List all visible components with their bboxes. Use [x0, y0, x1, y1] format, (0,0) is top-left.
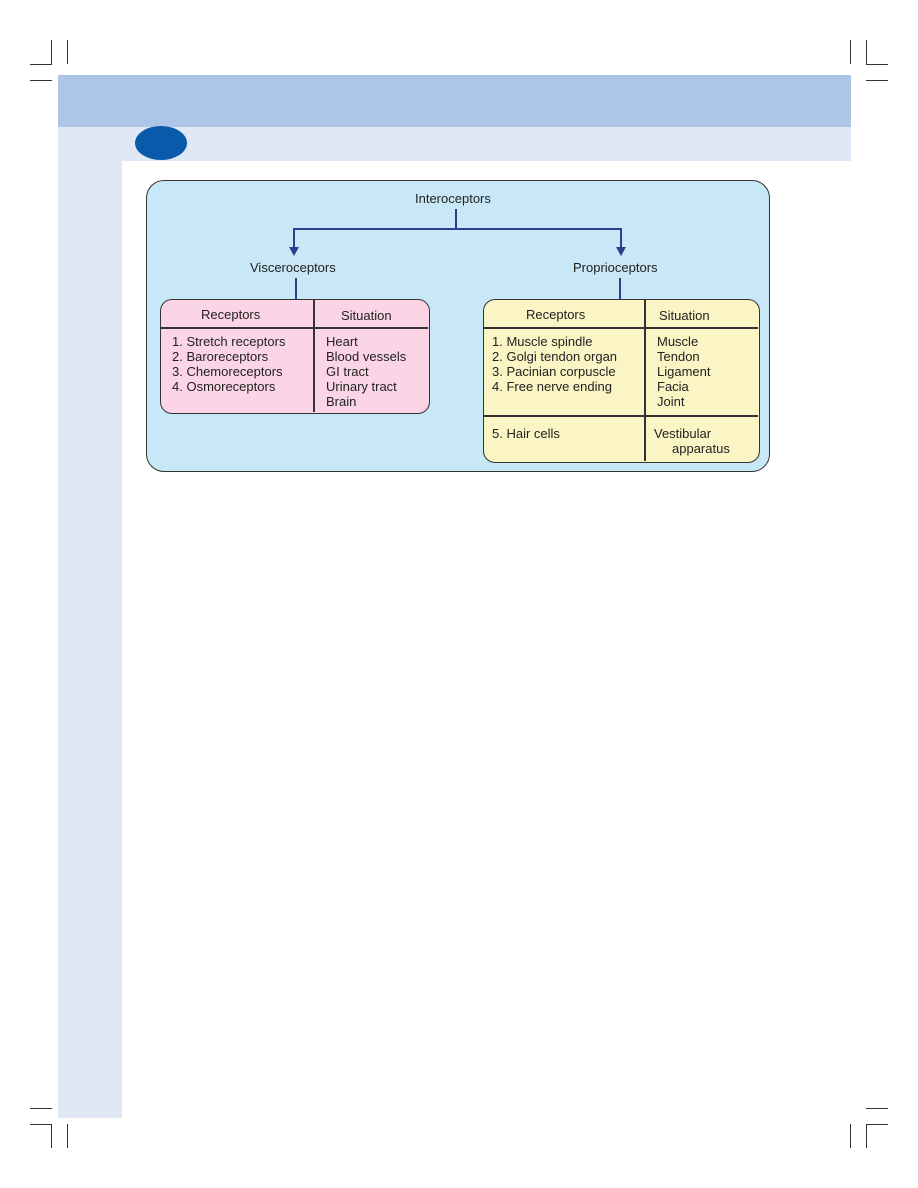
column-divider	[313, 300, 315, 412]
header-divider	[161, 327, 428, 329]
proprioceptors-table: Receptors Situation 1. Muscle spindle 2.…	[483, 299, 760, 463]
root-connector	[455, 209, 457, 229]
situation-header: Situation	[341, 308, 392, 323]
list-item: 4. Osmoreceptors	[172, 379, 276, 394]
chapter-badge	[135, 126, 187, 160]
crop-mark	[67, 40, 68, 64]
left-branch-connector	[293, 228, 295, 248]
crop-mark	[30, 64, 52, 65]
visceroceptors-connector	[295, 278, 297, 299]
receptors-header: Receptors	[526, 307, 586, 322]
list-item: Blood vessels	[326, 349, 407, 364]
crop-mark	[850, 40, 851, 64]
interoceptors-diagram: Interoceptors Visceroceptors Propriocept…	[146, 180, 770, 472]
crop-mark	[30, 1108, 52, 1109]
crop-mark	[30, 1124, 52, 1125]
crop-mark	[866, 1124, 888, 1125]
row-divider	[484, 415, 758, 417]
proprioceptors-connector	[619, 278, 621, 299]
list-item: Tendon	[657, 349, 700, 364]
branch-connector	[293, 228, 621, 230]
extra-situation-line1: Vestibular	[654, 426, 712, 441]
list-item: Brain	[326, 394, 357, 409]
header-divider	[484, 327, 758, 329]
receptors-list: 1. Muscle spindle 2. Golgi tendon organ …	[492, 334, 617, 394]
crop-mark	[67, 1124, 68, 1148]
column-divider	[644, 300, 646, 461]
list-item: 2. Golgi tendon organ	[492, 349, 618, 364]
situation-list: Heart Blood vessels GI tract Urinary tra…	[326, 334, 406, 409]
list-item: Heart	[326, 334, 358, 349]
list-item: 3. Pacinian corpuscle	[492, 364, 616, 379]
extra-situation-line2: apparatus	[672, 441, 730, 456]
crop-mark	[866, 64, 888, 65]
crop-mark	[866, 1108, 888, 1109]
list-item: 4. Free nerve ending	[492, 379, 612, 394]
crop-mark	[51, 1124, 52, 1148]
crop-mark	[850, 1124, 851, 1148]
crop-mark	[866, 1124, 867, 1148]
root-node-label: Interoceptors	[415, 191, 491, 206]
crop-mark	[866, 40, 867, 64]
arrow-down-icon	[289, 247, 299, 256]
header-band	[58, 75, 851, 127]
visceroceptors-label: Visceroceptors	[250, 260, 336, 275]
subheader-band	[58, 127, 851, 161]
situation-header: Situation	[659, 308, 710, 323]
right-branch-connector	[620, 228, 622, 248]
proprioceptors-label: Proprioceptors	[573, 260, 658, 275]
list-item: Ligament	[657, 364, 711, 379]
left-margin-band	[58, 161, 122, 1118]
crop-mark	[30, 80, 52, 81]
situation-list: Muscle Tendon Ligament Facia Joint	[657, 334, 710, 409]
list-item: Urinary tract	[326, 379, 397, 394]
visceroceptors-table: Receptors Situation 1. Stretch receptors…	[160, 299, 430, 414]
receptors-list: 1. Stretch receptors 2. Baroreceptors 3.…	[172, 334, 285, 394]
list-item: Muscle	[657, 334, 699, 349]
crop-mark	[51, 40, 52, 64]
extra-receptor: 5. Hair cells	[492, 426, 560, 441]
arrow-down-icon	[616, 247, 626, 256]
list-item: Joint	[657, 394, 685, 409]
crop-mark	[866, 80, 888, 81]
list-item: GI tract	[326, 364, 369, 379]
list-item: 1. Stretch receptors	[172, 334, 286, 349]
list-item: 3. Chemoreceptors	[172, 364, 283, 379]
list-item: 2. Baroreceptors	[172, 349, 269, 364]
list-item: 1. Muscle spindle	[492, 334, 593, 349]
receptors-header: Receptors	[201, 307, 261, 322]
list-item: Facia	[657, 379, 689, 394]
